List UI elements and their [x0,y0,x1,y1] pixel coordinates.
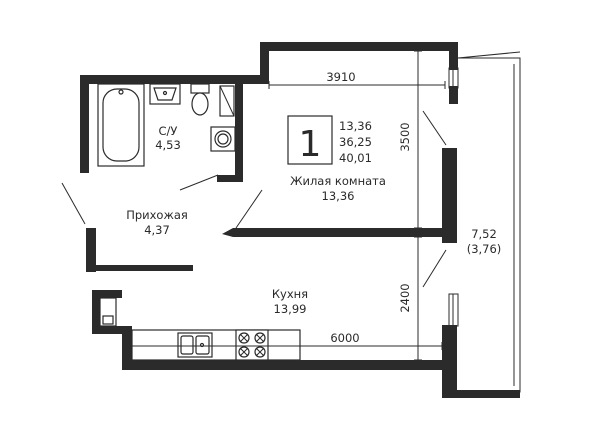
living-room-name: Жилая комната [290,174,386,188]
bathroom-area: 4,53 [155,138,181,152]
kitchen-area: 13,99 [274,302,307,316]
bathtub [97,83,145,167]
kitchen-name: Кухня [272,287,308,301]
badge-living-total-area: 36,25 [339,135,372,149]
badge-room-count: 1 [299,124,322,165]
dimension-kitchen-depth: 2400 [398,283,412,312]
hallway-name: Прихожая [126,208,188,222]
sink [149,83,181,105]
badge-living-area: 13,36 [339,119,372,133]
kitchen-sink [177,332,213,358]
hallway-area: 4,37 [144,223,170,237]
kitchen-counter [131,329,301,361]
toilet [190,83,210,116]
bathroom-shaft [219,85,235,117]
balcony [457,51,521,393]
balcony-area: 7,52 [471,227,497,241]
balcony-area-reduced: (3,76) [467,242,502,256]
room-count-badge: 1 13,36 36,25 40,01 [287,115,372,165]
badge-total-area: 40,01 [339,151,372,165]
walls [80,42,520,398]
stove [235,329,269,361]
dimension-living-depth: 3500 [398,122,412,151]
dimension-lines [131,50,446,361]
windows [448,67,459,327]
doors [61,110,447,288]
dimension-living-width: 3910 [326,70,355,84]
washing-machine [210,126,236,152]
dimension-kitchen-width: 6000 [330,331,359,345]
hallway-shaft [99,297,117,327]
living-room-area: 13,36 [322,189,355,203]
bathroom-name: С/У [159,124,178,138]
